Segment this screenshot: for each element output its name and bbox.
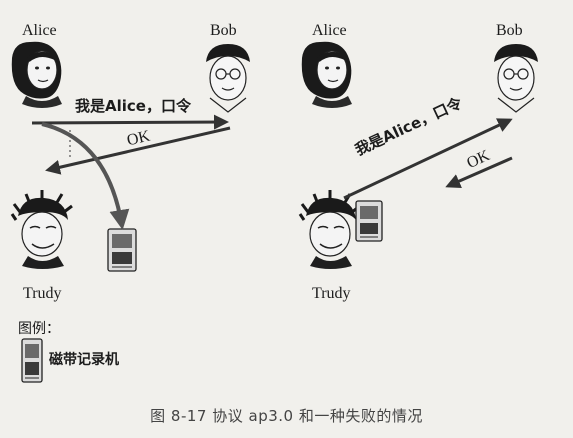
alice-figure-left: [11, 41, 62, 108]
legend-title: 图例：: [18, 321, 60, 337]
arrow-to-recorder-left: [41, 122, 130, 230]
alice-figure-right: [301, 41, 352, 108]
arrow-trudy-to-bob-right: [343, 118, 513, 200]
bob-label-right: Bob: [496, 22, 523, 39]
tape-recorder-right: [355, 200, 383, 242]
trudy-label-right: Trudy: [312, 285, 351, 302]
tape-recorder-left: [107, 228, 137, 272]
arrow-bob-to-trudy-ok-right: [445, 156, 513, 189]
bob-figure-right: [494, 44, 538, 113]
trudy-figure-left: [10, 190, 73, 269]
trudy-figure-right: [298, 190, 361, 269]
trudy-label-left: Trudy: [23, 285, 62, 302]
legend-tape-recorder-label: 磁带记录机: [49, 352, 119, 368]
arrow-bob-to-alice-ok-left: [45, 126, 231, 175]
arrow-alice-to-bob-left: [31, 114, 229, 130]
figure-caption: 图 8-17 协议 ap3.0 和一种失败的情况: [150, 407, 423, 425]
alice-label-left: Alice: [22, 22, 57, 39]
legend-tape-recorder-icon: [21, 338, 43, 383]
bob-figure-left: [206, 44, 250, 113]
bob-label-left: Bob: [210, 22, 237, 39]
message-identity-password-left: 我是Alice，口令: [75, 97, 191, 115]
alice-label-right: Alice: [312, 22, 347, 39]
